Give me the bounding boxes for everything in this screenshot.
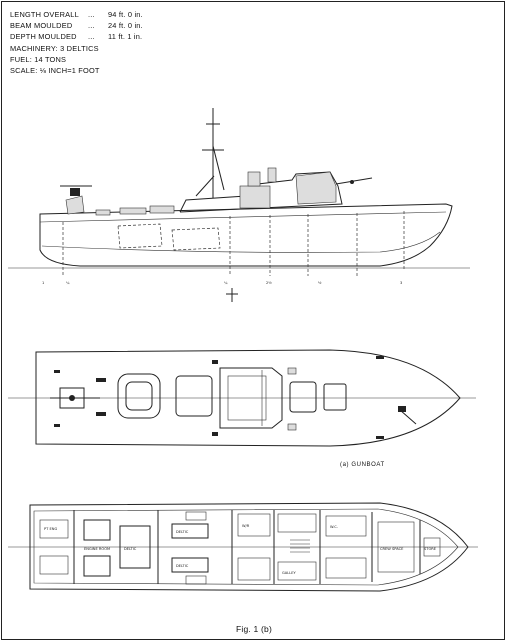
cabin <box>39 519 69 539</box>
deck-fitting <box>376 356 384 359</box>
spec-row-depth: DEPTH MOULDED ... 11 ft. 1 in. <box>10 32 143 42</box>
store <box>423 537 441 557</box>
cabin <box>277 561 317 581</box>
label-wardroom: W/R <box>242 524 250 528</box>
spec-row-beam: BEAM MOULDED ... 24 ft. 0 in. <box>10 21 143 31</box>
station-mark: 1 <box>42 281 44 285</box>
bridge-plan <box>219 367 283 429</box>
deck-locker <box>95 209 111 216</box>
cabin <box>277 513 317 533</box>
hull-plan-outline <box>29 502 469 592</box>
spec-row-scale: SCALE: ⅛ INCH=1 FOOT <box>10 66 100 76</box>
deck-outline <box>35 349 461 447</box>
engine-hatch-inner <box>125 381 153 411</box>
deck-fitting <box>376 436 384 439</box>
label-pt-engines: PT ENG <box>44 527 57 531</box>
engine-hatch <box>117 373 161 419</box>
engine-block <box>171 557 209 573</box>
deck-fitting <box>96 412 106 416</box>
station-mark: ¼ <box>66 281 70 285</box>
spec-row-machinery: MACHINERY: 3 DELTICS <box>10 43 99 53</box>
tank <box>185 575 207 585</box>
deck-plan <box>8 349 476 447</box>
wheelhouse-plan <box>227 375 267 421</box>
label-wc: W.C. <box>330 525 338 529</box>
spec-row-length: LENGTH OVERALL ... 94 ft. 0 in. <box>10 10 143 19</box>
label-deltic: DELTIC <box>124 547 137 551</box>
hull-plan-inner <box>33 508 459 586</box>
deck-plan-caption: (a) GUNBOAT <box>340 462 385 468</box>
forward-gun-barrel <box>335 177 373 185</box>
engine-block <box>83 519 111 541</box>
station-mark: ½ <box>318 281 322 285</box>
hull-outline <box>39 203 453 267</box>
deck-locker <box>149 205 175 214</box>
cabin <box>325 515 367 537</box>
tank <box>185 511 207 521</box>
funnel-block <box>267 167 277 183</box>
mast-stay <box>195 175 215 197</box>
deck-fitting <box>287 367 297 375</box>
engine-outline <box>171 227 221 251</box>
deck-fitting <box>212 432 218 436</box>
label-crew-space: CREW SPACE <box>380 547 404 551</box>
gun-pivot <box>69 395 75 401</box>
cabin <box>325 557 367 579</box>
station-mark: ¼ <box>224 281 228 285</box>
director-block <box>247 171 261 187</box>
side-elevation: 1 ¼ ¼ 2½ ½ 3 <box>8 108 470 302</box>
aft-gun-mount <box>65 195 85 215</box>
cabin <box>39 555 69 575</box>
engine-block <box>119 525 151 569</box>
cabin <box>377 521 415 573</box>
mast-stay <box>212 145 225 191</box>
engine-hatch <box>175 375 213 417</box>
engine-block <box>83 555 111 577</box>
chine-line <box>41 231 441 253</box>
sheer-line <box>39 211 447 223</box>
spec-row-fuel: FUEL: 14 TONS <box>10 54 67 64</box>
station-mark: 2½ <box>266 281 272 285</box>
companionway <box>290 539 310 553</box>
turret-plan <box>289 381 317 413</box>
bridge-block <box>239 185 271 209</box>
deck-fitting <box>212 360 218 364</box>
label-store: STORE <box>424 547 437 551</box>
deck-fitting <box>54 424 60 427</box>
gun-mount-marker <box>350 180 354 184</box>
label-galley: GALLEY <box>282 571 297 575</box>
engine-block <box>171 523 209 539</box>
label-deltic: DELTIC <box>176 564 189 568</box>
cabin <box>237 513 271 537</box>
label-engine-room: ENGINE ROOM <box>84 547 110 551</box>
deck-fitting <box>96 378 106 382</box>
station-mark: 3 <box>400 281 402 285</box>
engine-outline <box>117 223 163 249</box>
deck-fitting <box>54 370 60 373</box>
turret-plan <box>323 383 347 411</box>
superstructure <box>179 171 343 213</box>
deck-locker <box>119 207 147 215</box>
specification-block: LENGTH OVERALL ... 94 ft. 0 in. BEAM MOU… <box>10 9 168 76</box>
aft-gun-breech <box>70 188 80 196</box>
figure-caption: Fig. 1 (b) <box>235 624 272 634</box>
deck-fitting <box>287 423 297 431</box>
cabin <box>237 557 271 581</box>
anchor-fitting <box>399 409 417 425</box>
forward-gun-turret <box>295 171 337 205</box>
label-deltic: DELTIC <box>176 530 189 534</box>
anchor-fitting <box>398 406 406 412</box>
accommodation-plan: PT ENG ENGINE ROOM DELTIC DELTIC DELTIC … <box>8 502 478 592</box>
